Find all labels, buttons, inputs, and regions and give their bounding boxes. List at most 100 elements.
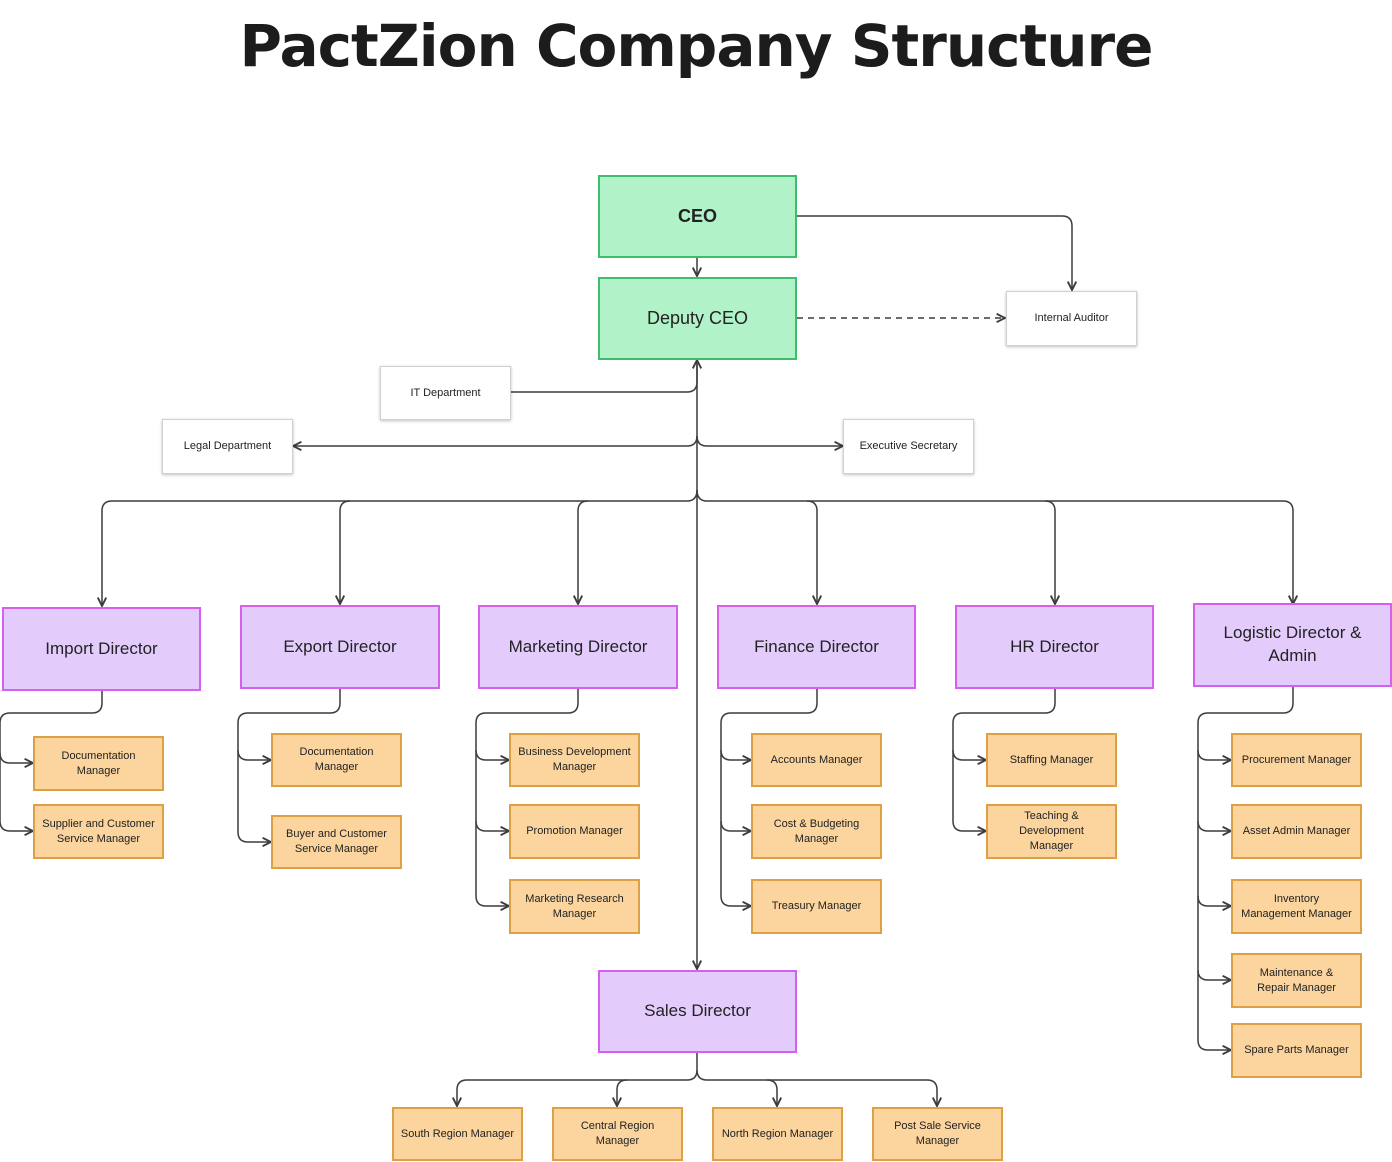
node-label: Supplier and Customer Service Manager (42, 817, 155, 845)
node-label: Maintenance & Repair Manager (1257, 966, 1336, 994)
node-label: Staffing Manager (1009, 753, 1094, 766)
node-label: Treasury Manager (771, 900, 862, 913)
node-label: Post Sale Service Manager (894, 1120, 981, 1147)
node-label: Documentation Manager (61, 749, 136, 777)
line-import-director-to-managers (0, 691, 103, 831)
node-finance-director[interactable]: Finance Director (717, 605, 916, 689)
node-label: Teaching & Development Manager (1019, 810, 1084, 852)
node-label: Buyer and Customer Service Manager (286, 828, 387, 855)
node-inventory-management-manager[interactable]: Inventory Management Manager (1231, 879, 1362, 934)
node-accounts-manager[interactable]: Accounts Manager (751, 733, 882, 787)
node-post-sale-service-manager[interactable]: Post Sale Service Manager (872, 1107, 1003, 1161)
node-label: Cost & Budgeting Manager (773, 817, 860, 845)
node-label: Export Director (283, 636, 397, 656)
node-promotion-manager[interactable]: Promotion Manager (509, 804, 640, 859)
node-label: Inventory Management Manager (1241, 892, 1352, 920)
node-it-department[interactable]: IT Department (380, 366, 511, 420)
line-logistic-director-to-maintenance-repair-manager (1197, 969, 1231, 980)
line-hr-director-to-managers (952, 689, 1056, 831)
node-deputy-ceo[interactable]: Deputy CEO (598, 277, 797, 360)
line-bus-to-hr-director (1044, 500, 1055, 604)
line-bus-to-export-director (340, 500, 351, 604)
node-label: Procurement Manager (1241, 753, 1352, 766)
node-label: Spare Parts Manager (1244, 1044, 1349, 1057)
line-sales-director-to-central-region-manager (617, 1079, 628, 1106)
line-export-director-to-managers (237, 689, 341, 842)
node-supplier-customer-service-manager[interactable]: Supplier and Customer Service Manager (33, 804, 164, 859)
node-asset-admin-manager[interactable]: Asset Admin Manager (1231, 804, 1362, 859)
node-north-region-manager[interactable]: North Region Manager (712, 1107, 843, 1161)
node-marketing-research-manager[interactable]: Marketing Research Manager (509, 879, 640, 934)
node-export-director[interactable]: Export Director (240, 605, 440, 689)
node-import-director[interactable]: Import Director (2, 607, 201, 691)
node-export-documentation-manager[interactable]: Documentation Manager (271, 733, 402, 787)
line-finance-director-to-cost-budgeting-manager (720, 820, 751, 831)
node-label: North Region Manager (721, 1127, 834, 1140)
line-logistic-director-to-asset-admin-manager (1197, 820, 1231, 831)
node-label: Internal Auditor (1034, 312, 1109, 325)
line-sales-director-to-north-region-manager (766, 1079, 777, 1106)
line-hr-director-to-staffing-manager (952, 749, 986, 760)
node-south-region-manager[interactable]: South Region Manager (392, 1107, 523, 1161)
line-logistic-director-to-managers (1197, 687, 1294, 1050)
line-sales-director-to-south-region-manager (457, 1053, 698, 1106)
line-logistic-director-to-inventory-management-manager (1197, 895, 1231, 906)
node-marketing-director[interactable]: Marketing Director (478, 605, 678, 689)
line-deputy-ceo-to-legal-department (293, 435, 698, 446)
node-import-documentation-manager[interactable]: Documentation Manager (33, 736, 164, 791)
node-treasury-manager[interactable]: Treasury Manager (751, 879, 882, 934)
node-procurement-manager[interactable]: Procurement Manager (1231, 733, 1362, 787)
node-label: IT Department (410, 386, 481, 399)
line-deputy-ceo-to-executive-secretary (696, 435, 843, 446)
node-label: HR Director (1010, 636, 1099, 656)
line-marketing-director-to-business-development-manager (475, 749, 509, 760)
line-it-department-to-deputy-ceo (511, 360, 697, 393)
node-sales-director[interactable]: Sales Director (598, 970, 797, 1053)
node-teaching-development-manager[interactable]: Teaching & Development Manager (986, 804, 1117, 859)
line-finance-director-to-accounts-manager (720, 749, 751, 760)
node-maintenance-repair-manager[interactable]: Maintenance & Repair Manager (1231, 953, 1362, 1008)
node-label: Business Development Manager (518, 746, 631, 773)
node-label: Asset Admin Manager (1242, 825, 1351, 838)
node-cost-budgeting-manager[interactable]: Cost & Budgeting Manager (751, 804, 882, 859)
line-export-director-to-documentation-manager (237, 749, 271, 760)
node-legal-department[interactable]: Legal Department (162, 419, 293, 474)
line-bus-to-finance-director (806, 500, 817, 604)
node-staffing-manager[interactable]: Staffing Manager (986, 733, 1117, 787)
line-marketing-director-to-promotion-manager (475, 820, 509, 831)
line-bus-to-marketing-director (578, 500, 589, 604)
node-business-development-manager[interactable]: Business Development Manager (509, 733, 640, 787)
node-label: Accounts Manager (770, 753, 863, 766)
page-title: PactZion Company Structure (239, 12, 1154, 80)
node-label: Promotion Manager (526, 825, 623, 838)
node-label: Documentation Manager (299, 746, 374, 773)
node-label: CEO (677, 206, 717, 227)
node-label: Import Director (45, 638, 158, 658)
node-label: South Region Manager (400, 1127, 515, 1140)
node-label: Deputy CEO (646, 308, 749, 329)
line-sales-director-to-post-sale-service-manager (696, 1069, 937, 1106)
node-label: Sales Director (644, 1001, 751, 1021)
node-hr-director[interactable]: HR Director (955, 605, 1154, 689)
node-label: Marketing Research Manager (525, 892, 624, 920)
line-deputy-ceo-to-right-directors (696, 489, 1293, 604)
node-ceo[interactable]: CEO (598, 175, 797, 258)
node-label: Logistic Director & Admin (1223, 623, 1362, 665)
node-spare-parts-manager[interactable]: Spare Parts Manager (1231, 1023, 1362, 1078)
node-central-region-manager[interactable]: Central Region Manager (552, 1107, 683, 1161)
line-finance-director-to-managers (720, 689, 818, 906)
line-logistic-director-to-procurement-manager (1197, 749, 1231, 760)
node-label: Central Region Manager (580, 1120, 655, 1147)
node-logistic-director[interactable]: Logistic Director & Admin (1193, 603, 1392, 687)
line-import-director-to-documentation-manager (0, 752, 33, 763)
node-label: Legal Department (183, 440, 272, 453)
node-internal-auditor[interactable]: Internal Auditor (1006, 291, 1137, 346)
line-marketing-director-to-managers (475, 689, 579, 906)
line-ceo-to-internal-auditor (797, 215, 1072, 290)
line-deputy-ceo-to-left-directors (102, 489, 698, 606)
node-label: Finance Director (754, 636, 879, 656)
node-buyer-customer-service-manager[interactable]: Buyer and Customer Service Manager (271, 815, 402, 869)
node-label: Executive Secretary (859, 440, 958, 453)
node-executive-secretary[interactable]: Executive Secretary (843, 419, 974, 474)
